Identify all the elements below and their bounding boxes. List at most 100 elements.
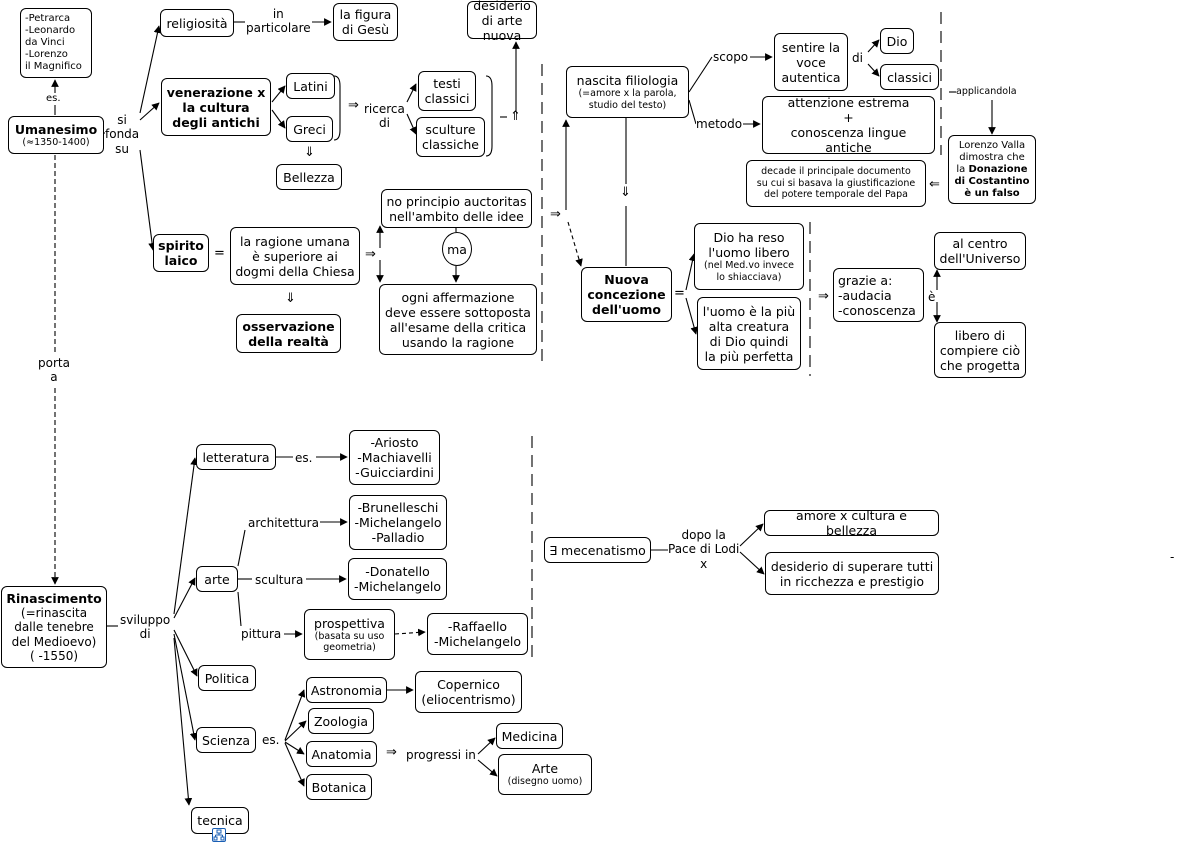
node-prospettiva-sub: (basata su uso geometria) <box>314 630 385 653</box>
node-raffaello: -Raffaello -Michelangelo <box>427 613 528 655</box>
label-es-petrarca: es. <box>46 93 61 105</box>
node-rinascimento: Rinascimento (=rinascita dalle tenebre d… <box>1 586 107 668</box>
node-ragione-umana-text: la ragione umana è superiore ai dogmi de… <box>235 233 355 279</box>
node-filiologia-sub: (=amore x la parola, studio del testo) <box>578 88 677 111</box>
node-attenzione-text: attenzione estrema + conoscenza lingue a… <box>787 95 910 155</box>
node-amore-cultura: amore x cultura e bellezza <box>764 508 939 538</box>
node-lorenzo-valla-part2: Donazione di Costantino è un falso <box>954 163 1030 199</box>
symbol-implies-ragione: ⇒ <box>365 247 376 262</box>
bracket-testi-sculture <box>485 75 493 157</box>
node-medicina-text: Medicina <box>501 728 558 744</box>
link-venerazione <box>139 102 160 121</box>
link-botanica <box>284 742 305 787</box>
node-uomo-creatura: l'uomo è la più alta creatura di Dio qui… <box>697 297 801 370</box>
symbol-implies-ricerca: ⇒ <box>348 98 359 113</box>
node-letteratura-text: letteratura <box>202 449 270 465</box>
label-di: di <box>852 51 863 66</box>
node-figura-gesu: la figura di Gesù <box>333 3 398 41</box>
symbol-implies-grazie: ⇒ <box>818 289 829 304</box>
node-arte-disegno-title: Arte <box>531 761 559 777</box>
node-ma-text: ma <box>447 241 467 257</box>
node-tecnica-text: tecnica <box>197 813 243 828</box>
node-astronomia: Astronomia <box>306 677 387 703</box>
link-classici <box>867 63 880 77</box>
symbol-implies-progressi: ⇒ <box>386 745 397 760</box>
node-greci: Greci <box>286 116 333 142</box>
node-latini: Latini <box>286 73 335 99</box>
node-uomo-creatura-text: l'uomo è la più alta creatura di Dio qui… <box>702 303 796 364</box>
node-classici: classici <box>880 64 939 90</box>
node-anatomia-text: Anatomia <box>311 746 372 762</box>
link-nuova-concezione <box>567 221 583 267</box>
node-osservazione: osservazione della realtà <box>236 314 341 353</box>
node-grazie: grazie a: -audacia -conoscenza <box>833 268 924 322</box>
node-arte-disegno-sub: (disegno uomo) <box>507 776 583 788</box>
link-sculture <box>406 113 417 135</box>
label-metodo: metodo <box>696 117 743 132</box>
node-amore-cultura-text: amore x cultura e bellezza <box>796 508 907 538</box>
symbol-equals-concezione: = <box>674 286 685 301</box>
link-arte-disegno <box>477 759 498 777</box>
node-religiosita: religiosità <box>160 9 234 37</box>
link-amore-cultura <box>739 523 764 547</box>
node-venerazione-text: venerazione x la cultura degli antichi <box>166 84 266 130</box>
node-rinascimento-sub: (=rinascita dalle tenebre del Medioevo) … <box>11 605 97 663</box>
label-architettura: architettura <box>248 516 319 531</box>
link-dio-reso <box>685 253 697 291</box>
node-filiologia: nascita filiologia (=amore x la parola, … <box>566 66 689 118</box>
link-desiderio-superare <box>739 551 765 575</box>
node-dio-text: Dio <box>886 33 908 49</box>
link-arte <box>173 577 196 619</box>
node-dio-reso-title: Dio ha reso l'uomo libero <box>708 230 790 261</box>
node-religiosita-text: religiosità <box>166 15 228 31</box>
symbol-equals-laico: = <box>214 246 225 261</box>
link-medicina <box>477 737 496 755</box>
link-scienza <box>173 633 198 741</box>
node-lorenzo-valla-part1: Lorenzo Valla dimostra che la <box>956 139 1026 175</box>
symbol-implies-down-osservazione: ⇓ <box>285 291 296 306</box>
node-politica-text: Politica <box>204 670 250 686</box>
label-sviluppo-di: sviluppo di <box>120 613 171 642</box>
node-prospettiva: prospettiva (basata su uso geometria) <box>304 609 395 660</box>
node-scienza: Scienza <box>196 727 256 753</box>
link-testi <box>406 83 417 103</box>
node-copernico: Copernico (eliocentrismo) <box>415 671 522 713</box>
node-donatello: -Donatello -Michelangelo <box>348 558 447 600</box>
node-umanesimo: Umanesimo (≈1350-1400) <box>8 116 104 154</box>
node-ogni-affermazione-text: ogni affermazione deve essere sottoposta… <box>385 289 531 350</box>
concept-map-icon-glyph <box>213 829 225 841</box>
link-religiosita <box>139 25 162 114</box>
node-zoologia-text: Zoologia <box>313 713 369 729</box>
node-copernico-text: Copernico (eliocentrismo) <box>421 677 516 707</box>
node-petrarca: -Petrarca -Leonardo da Vinci -Lorenzo il… <box>20 8 92 78</box>
node-desiderio-superare: desiderio di superare tutti in ricchezza… <box>765 552 939 595</box>
node-dio: Dio <box>880 28 914 54</box>
node-ariosto-text: -Ariosto -Machiavelli -Guicciardini <box>355 435 434 480</box>
node-raffaello-text: -Raffaello -Michelangelo <box>433 619 522 649</box>
node-botanica: Botanica <box>306 774 372 800</box>
node-sculture-classiche: sculture classiche <box>416 117 485 157</box>
node-ma: ma <box>442 232 472 266</box>
node-ogni-affermazione: ogni affermazione deve essere sottoposta… <box>379 284 537 355</box>
node-spirito-laico-text: spirito laico <box>158 238 204 268</box>
label-es-scienza: es. <box>262 733 280 748</box>
node-desiderio-arte: desiderio di arte nuova <box>467 0 537 43</box>
label-pittura: pittura <box>241 627 282 642</box>
node-petrarca-text: -Petrarca -Leonardo da Vinci -Lorenzo il… <box>25 13 82 72</box>
concept-map-icon[interactable] <box>212 828 226 842</box>
node-prospettiva-title: prospettiva <box>314 615 385 631</box>
node-sentire-voce: sentire la voce autentica <box>774 33 848 91</box>
node-classici-text: classici <box>887 69 932 85</box>
link-greci <box>271 109 286 129</box>
link-latini <box>271 85 286 103</box>
label-scopo: scopo <box>713 50 749 65</box>
node-politica: Politica <box>198 665 256 691</box>
node-lorenzo-valla-text: Lorenzo Valla dimostra che la Donazione … <box>954 140 1029 200</box>
node-libero-compiere-text: libero di compiere ciò che progetta <box>939 327 1021 373</box>
node-nuova-concezione: Nuova concezione dell'uomo <box>581 267 672 322</box>
node-mecenatismo-text: ∃ mecenatismo <box>549 542 646 558</box>
label-scultura: scultura <box>255 573 304 588</box>
node-greci-text: Greci <box>293 121 326 137</box>
label-in-particolare: in particolare <box>246 7 311 36</box>
